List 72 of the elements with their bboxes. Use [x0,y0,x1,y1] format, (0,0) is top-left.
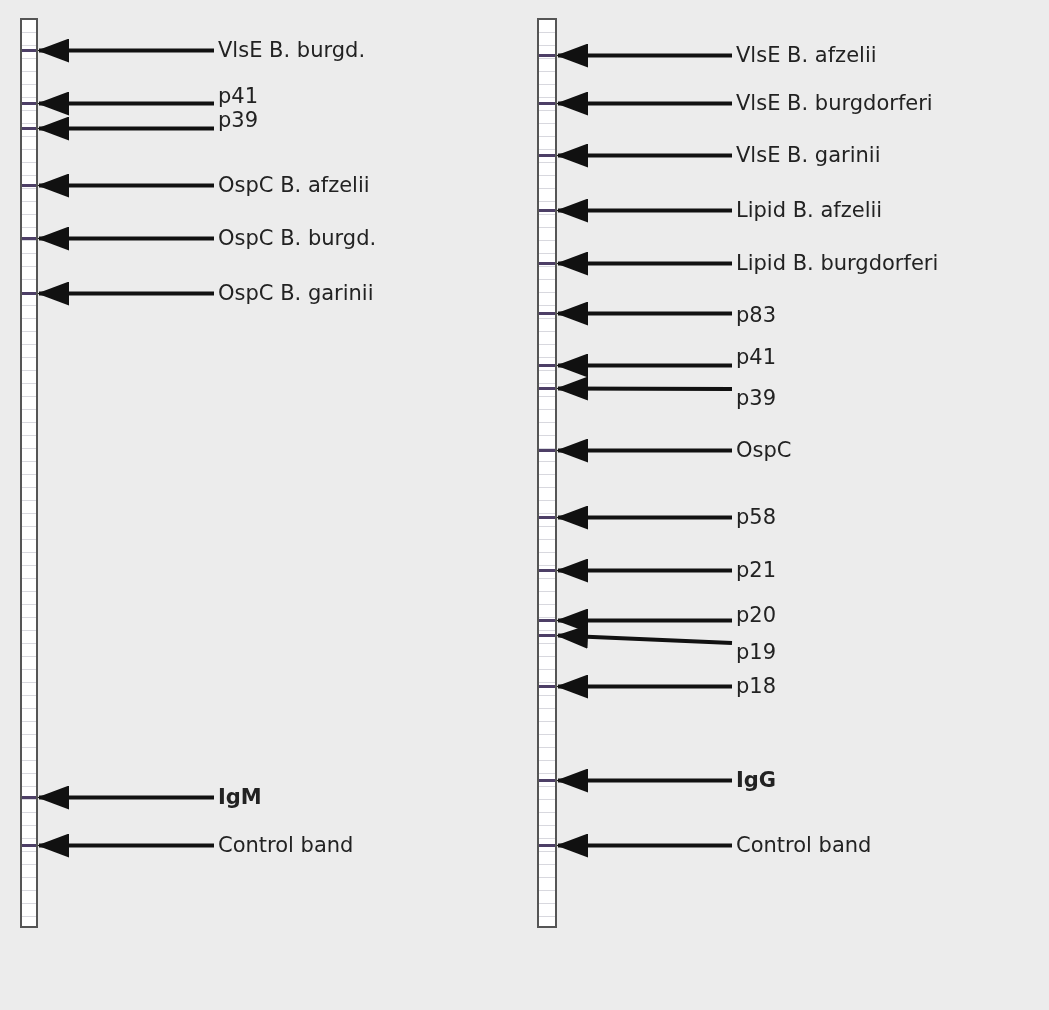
band [22,127,36,130]
band [539,209,555,212]
band-label: OspC [736,438,792,462]
band-label: OspC B. garinii [218,281,374,305]
band-label: p39 [736,386,777,410]
leader-arrow [37,226,214,251]
band [22,237,36,240]
band-label: p41 [736,345,777,369]
band [539,844,555,847]
band-label: Control band [218,833,354,857]
band [539,619,555,622]
band-label: Lipid B. burgdorferi [736,251,939,275]
band [22,49,36,52]
band-label: p19 [736,640,777,664]
leader-arrow [37,116,214,141]
leader-arrow [556,353,732,378]
band-label: p20 [736,603,777,627]
band [539,54,555,57]
band-label: Control band [736,833,872,857]
leader-arrow [37,833,214,858]
band [539,387,555,390]
band [22,796,36,799]
leader-arrow [556,301,732,326]
leader-arrow [37,38,214,63]
leader-arrow [556,376,732,401]
leader-arrow [556,43,732,68]
band [539,449,555,452]
leader-arrow [556,91,732,116]
test-strip [537,18,557,928]
band [22,102,36,105]
band-label: OspC B. burgd. [218,226,377,250]
band-label: p41 [218,84,259,108]
band-label: p21 [736,558,777,582]
band-label: IgG [736,768,777,792]
band [539,516,555,519]
leader-arrow [556,558,732,583]
band [539,364,555,367]
band [539,102,555,105]
band-label: p58 [736,505,777,529]
band [539,569,555,572]
band [539,262,555,265]
leader-arrow [556,198,732,223]
band [22,184,36,187]
band-label: OspC B. afzelii [218,173,370,197]
leader-arrow [556,674,732,699]
band [539,312,555,315]
leader-arrow [556,251,732,276]
leader-arrow [37,173,214,198]
leader-arrow [37,785,214,810]
band [22,292,36,295]
band-label: p18 [736,674,777,698]
band-label: VlsE B. afzelii [736,43,877,67]
band-label: VlsE B. burgdorferi [736,91,933,115]
leader-arrow [37,91,214,116]
leader-arrow [556,438,732,463]
test-strip [20,18,38,928]
band [22,844,36,847]
band-label: Lipid B. afzelii [736,198,883,222]
leader-arrow [556,143,732,168]
band [539,779,555,782]
band-label: p39 [218,108,259,132]
leader-arrow [556,768,732,793]
band-label: IgM [218,785,262,809]
band [539,634,555,637]
band-label: VlsE B. garinii [736,143,881,167]
leader-arrow [556,833,732,858]
band [539,154,555,157]
band [539,685,555,688]
leader-arrow [556,505,732,530]
band-label: VlsE B. burgd. [218,38,366,62]
leader-arrow [37,281,214,306]
band-label: p83 [736,303,777,327]
